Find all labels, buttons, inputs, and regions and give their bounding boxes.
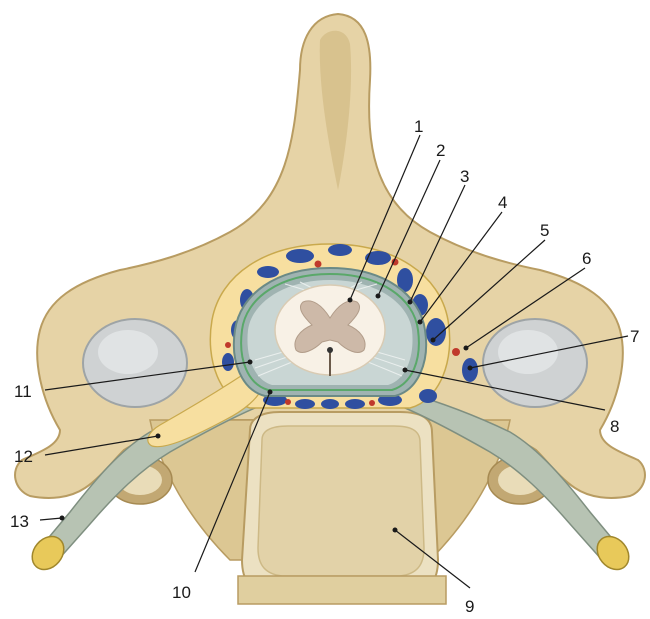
- vertebral-body: [238, 412, 446, 604]
- label-1: 1: [414, 117, 423, 136]
- vertebral-body-base: [238, 576, 446, 604]
- label-11: 11: [14, 382, 32, 401]
- label-5: 5: [540, 221, 549, 240]
- label-12: 12: [14, 447, 33, 466]
- label-10: 10: [172, 583, 191, 602]
- label-4: 4: [498, 193, 507, 212]
- label-7: 7: [630, 327, 639, 346]
- label-9: 9: [465, 597, 474, 616]
- central-canal: [327, 347, 333, 353]
- vertebral-body-face: [258, 426, 424, 576]
- label-2: 2: [436, 141, 445, 160]
- spinal-cord: [275, 285, 385, 376]
- label-8: 8: [610, 417, 619, 436]
- label-3: 3: [460, 167, 469, 186]
- facet-highlight-left: [98, 330, 158, 374]
- label-6: 6: [582, 249, 591, 268]
- label-13: 13: [10, 512, 29, 531]
